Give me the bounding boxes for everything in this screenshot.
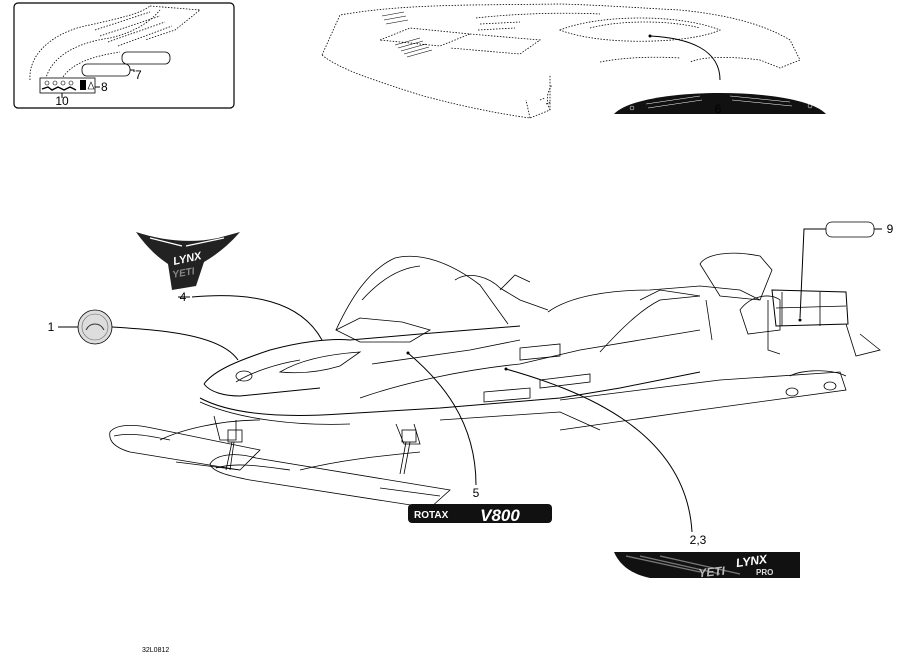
decal-8-warning-label [39,77,96,94]
decal-5-rotax-v800: ROTAX V800 [408,504,552,525]
svg-text:LYNX: LYNX [172,250,203,268]
decal-2-3-lynx-yeti-pro: LYNX YETI PRO [614,552,800,581]
decal-4-lynx-yeti-logo: LYNX YETI [136,232,240,290]
reference-code: 32L0812 [142,647,169,654]
rotax-brand-text: ROTAX [414,510,449,521]
decal-7-label-lower [81,63,131,77]
callout-9: 9 [887,222,894,236]
decal-9-rear-plate [825,221,875,238]
callout-4: 4 [180,290,187,304]
callout-1: 1 [48,320,55,334]
decal-6-dash-panel [614,93,826,114]
callout-6: 6 [715,102,722,116]
yeti-model-text: YETI [698,564,727,581]
decal-7-label [121,51,171,65]
dashboard-detail: 6 [321,3,826,119]
callout-5: 5 [473,486,480,500]
snowmobile-body [109,252,881,509]
decal-1-round-badge [77,309,113,345]
callout-10: 10 [55,94,69,108]
callout-7: 7 [135,68,142,82]
lynx-brand-text: LYNX [735,552,769,570]
pro-suffix-text: PRO [756,568,773,577]
callout-8: 8 [101,80,108,94]
dashboard-vent-hatch [381,11,433,58]
inset-detail: 7 8 10 [13,2,235,109]
rotax-model-text: V800 [480,506,520,525]
callout-2-3: 2,3 [690,533,707,547]
svg-text:YETI: YETI [172,266,196,281]
